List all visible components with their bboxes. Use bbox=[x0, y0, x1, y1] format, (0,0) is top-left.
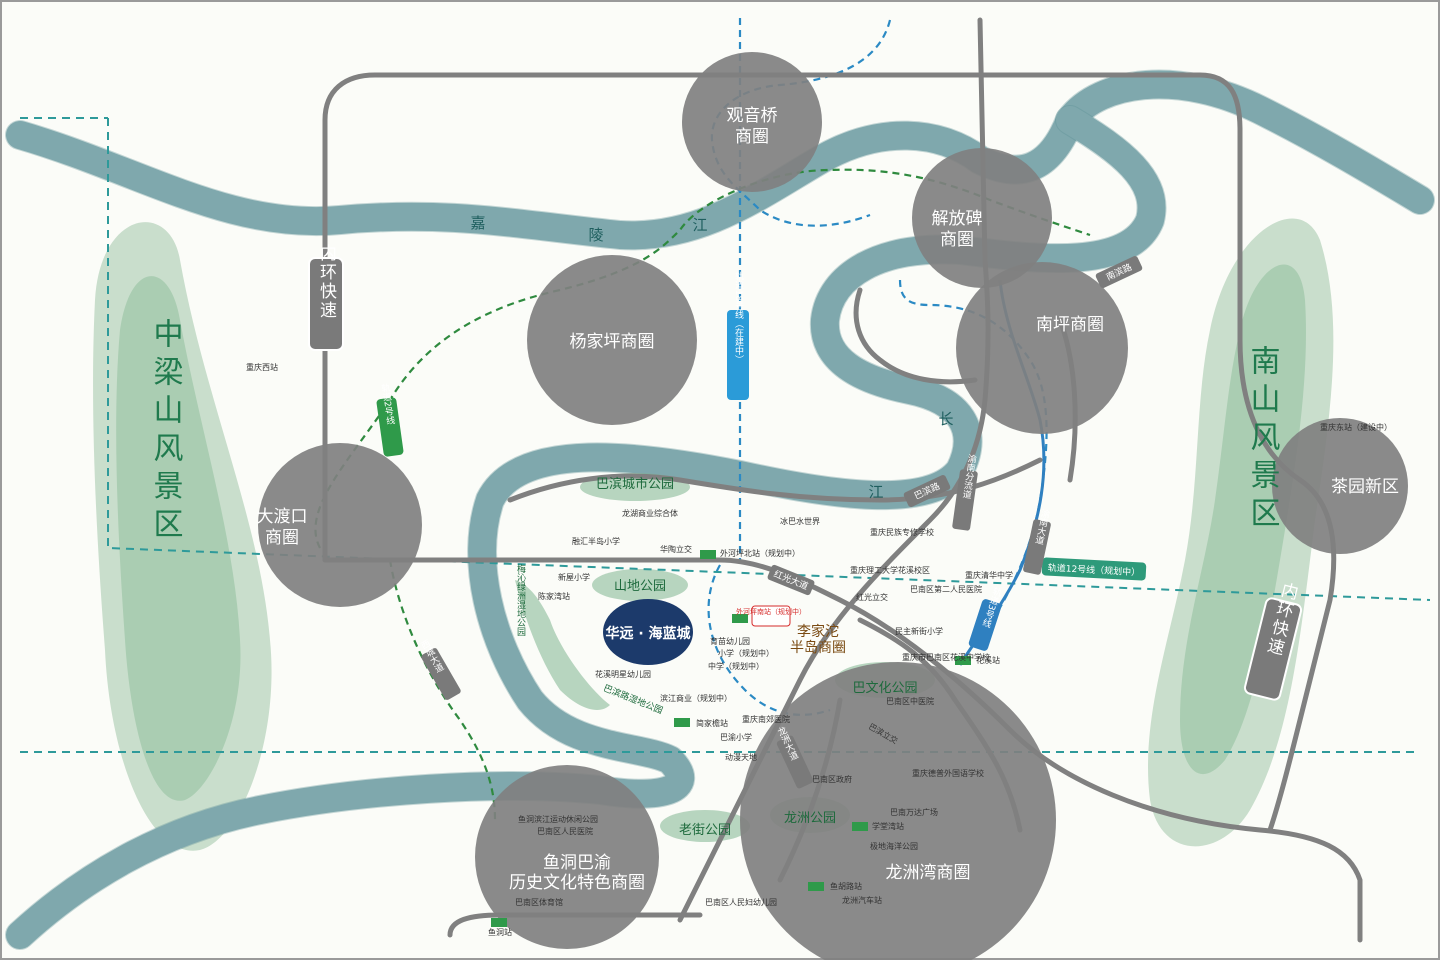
babin-city-park-label: 巴滨城市公园 bbox=[596, 476, 674, 492]
line18-label: 轨道18号线（在建中） bbox=[733, 271, 744, 365]
jianjiaqiao-station: 简家檐站 bbox=[696, 718, 728, 728]
project-marker[interactable]: 华远 · 海蓝城 bbox=[603, 599, 693, 665]
lijiatuo-label: 李家沱 bbox=[797, 623, 839, 640]
chayuan-circle bbox=[1272, 418, 1408, 554]
jialing-char-1: 嘉 bbox=[470, 214, 485, 232]
inner-ring-east-pill: 内环快速 bbox=[1243, 580, 1303, 701]
jialing-char-3: 江 bbox=[692, 216, 707, 234]
nanping-circle bbox=[956, 262, 1128, 434]
longzhouwan-label: 龙洲湾商圈 bbox=[886, 863, 971, 883]
poi-minzhu: 民主新街小学 bbox=[895, 626, 943, 636]
yangjiaping-label: 杨家坪商圈 bbox=[570, 332, 655, 352]
poi-government: 巴南区政府 bbox=[812, 774, 852, 784]
chayuan-label: 茶园新区 bbox=[1331, 477, 1399, 497]
laojie-park-label: 老街公园 bbox=[679, 823, 731, 838]
changjiang-char-2: 江 bbox=[868, 483, 883, 501]
inner-ring-road bbox=[322, 72, 1337, 833]
nanbin-road bbox=[853, 287, 978, 385]
stations: 外河坪北站（规划中） 外河坪南站（规划中） 花溪站 鱼洞站 鱼胡路站 学堂湾站 … bbox=[246, 362, 1392, 937]
jialing-river bbox=[5, 69, 1435, 251]
poi-maternity: 巴南区人民妇幼儿园 bbox=[705, 897, 777, 907]
poi-huaxi-kindergarten: 花溪明星幼儿园 bbox=[595, 669, 651, 679]
yudong-station: 鱼洞站 bbox=[488, 927, 512, 937]
line12-track bbox=[107, 118, 1431, 601]
nanshan-label: 南山风景区 bbox=[1245, 345, 1280, 535]
yuhu-station: 鱼胡路站 bbox=[830, 881, 862, 891]
poi-bayu-school: 巴渝小学 bbox=[720, 732, 752, 742]
poi-xinwu-school: 新屋小学 bbox=[558, 572, 590, 582]
guanyinqiao-label-1: 观音桥 bbox=[727, 106, 778, 126]
poi-people-hospital: 巴南区人民医院 bbox=[537, 826, 593, 836]
project-name: 华远 · 海蓝城 bbox=[605, 625, 690, 642]
huaxi-station: 花溪站 bbox=[976, 655, 1000, 665]
yuhui-pill: 渝南分流道 bbox=[952, 452, 978, 531]
poi-yudong-park: 鱼洞滨江运动休闲公园 bbox=[518, 814, 598, 824]
poi-ligong: 重庆理工大学花溪校区 bbox=[850, 565, 930, 575]
inner-ring-west-pill: 内环快速 bbox=[308, 244, 344, 351]
jiefangbei-label-1: 解放碑 bbox=[932, 209, 983, 229]
poi-qinghua: 重庆清华中学 bbox=[965, 570, 1013, 580]
bawenhua-park-label: 巴文化公园 bbox=[852, 681, 917, 696]
line2-south-track bbox=[388, 559, 497, 821]
dadukou-label-1: 大渡口 bbox=[257, 507, 308, 527]
yudong-label-2: 历史文化特色商圈 bbox=[509, 873, 645, 893]
nanshan-label-group: 南山风景区 bbox=[1245, 345, 1280, 535]
wetland-park-label: 梅沁绿洲湿地公园 bbox=[515, 563, 526, 637]
inner-ring-west-label: 内环快速 bbox=[316, 244, 337, 320]
xuetang-station: 学堂湾站 bbox=[872, 821, 904, 831]
poi-bus-station: 龙洲汽车站 bbox=[842, 895, 882, 905]
shandi-park bbox=[592, 569, 688, 601]
zhongliang-label-group: 中梁山风景区 bbox=[148, 318, 183, 546]
zhongliang-scenic-area bbox=[93, 222, 272, 851]
longzhou-park-label: 龙洲公园 bbox=[784, 811, 836, 826]
waihe-north-station: 外河坪北站（规划中） bbox=[720, 548, 800, 558]
poi-huatao-interchange: 华陶立交 bbox=[660, 544, 692, 554]
laojie-park bbox=[660, 810, 750, 842]
poi-huaxi-middle: 重庆市巴南区花溪中学校 bbox=[902, 652, 990, 662]
poi-depu: 重庆德普外国语学校 bbox=[912, 768, 984, 778]
poi-ocean-park: 极地海洋公园 bbox=[870, 841, 918, 851]
guanyinqiao-circle bbox=[682, 52, 822, 192]
yudong-circle bbox=[475, 765, 659, 949]
jiefangbei-circle bbox=[912, 148, 1052, 288]
poi-hospital-2: 巴南区第二人民医院 bbox=[910, 584, 982, 594]
poi-ronghui-school: 融汇半岛小学 bbox=[572, 536, 620, 546]
poi-bingba: 冰巴水世界 bbox=[780, 516, 820, 526]
line18-pill: 轨道18号线（在建中） bbox=[727, 271, 749, 400]
chenjiawan-station: 陈家湾站 bbox=[538, 591, 570, 601]
chongqing-west-station: 重庆西站 bbox=[246, 362, 278, 372]
poi-zhongyi: 巴南区中医院 bbox=[886, 696, 934, 706]
poi-wanda: 巴南万达广场 bbox=[890, 807, 938, 817]
dadukou-label-2: 商圈 bbox=[265, 528, 299, 548]
yudong-label-1: 鱼洞巴渝 bbox=[543, 853, 611, 873]
poi-dongman: 动漫天地 bbox=[725, 752, 757, 762]
yangjiaping-circle bbox=[527, 255, 697, 425]
wetland-park bbox=[515, 580, 610, 710]
poi-middle-planned: 中学（规划中） bbox=[708, 661, 764, 671]
nanping-label: 南坪商圈 bbox=[1036, 315, 1104, 335]
poi-binjiang-commercial: 滨江商业（规划中） bbox=[660, 693, 732, 703]
poi-minzu-school: 重庆民族专修学校 bbox=[870, 527, 934, 537]
poi-longhu: 龙湖商业综合体 bbox=[622, 508, 678, 518]
guanyinqiao-label-2: 商圈 bbox=[735, 127, 769, 147]
changjiang-char-1: 长 bbox=[938, 410, 953, 428]
poi-nanjiao-hospital: 重庆南郊医院 bbox=[742, 714, 790, 724]
shandi-park-label: 山地公园 bbox=[614, 579, 666, 594]
chongqing-east-station: 重庆东站（建设中） bbox=[1320, 422, 1392, 432]
line12-pill: 轨道12号线（规划中） bbox=[1041, 557, 1147, 581]
poi-stadium: 巴南区体育馆 bbox=[515, 897, 563, 907]
peninsula-circle-label: 半岛商圈 bbox=[790, 640, 846, 656]
poi-yumiao: 育苗幼儿园 bbox=[710, 636, 750, 646]
poi-primary-planned: 小学（规划中） bbox=[718, 648, 774, 658]
jialing-char-2: 陵 bbox=[588, 226, 603, 244]
nanshan-scenic-area bbox=[1148, 218, 1334, 847]
dadukou-circle bbox=[258, 443, 422, 607]
poi-hongguang-interchange: 红光立交 bbox=[856, 592, 888, 602]
waihe-south-station: 外河坪南站（规划中） bbox=[736, 607, 806, 616]
zhongliang-label: 中梁山风景区 bbox=[148, 318, 183, 546]
jiefangbei-label-2: 商圈 bbox=[940, 230, 974, 250]
